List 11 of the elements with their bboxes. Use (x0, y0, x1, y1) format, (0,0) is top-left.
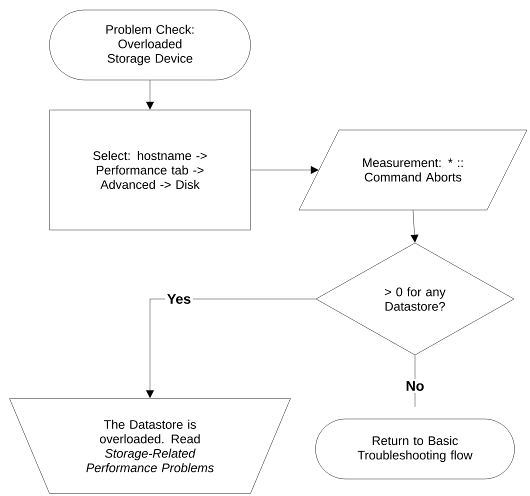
arrow (146, 80, 154, 110)
end-terminal: Return to Basic Troubleshooting flow (315, 418, 515, 480)
edge-label: No (404, 379, 426, 393)
arrow (146, 298, 316, 398)
edge-label: Yes (165, 292, 194, 306)
process-box: Select: hostname -> Performance tab -> Advanced -> Disk (49, 110, 251, 230)
data-parallelogram: Measurement: * :: Command Aborts (298, 130, 528, 210)
manual-operation-trapezoid: The Datastore is overloaded. Read Storage-Related Performance Problems (9, 398, 291, 494)
start-terminal: Problem Check: Overloaded Storage Device (49, 10, 251, 80)
arrow (250, 166, 319, 174)
arrow (410, 210, 418, 243)
